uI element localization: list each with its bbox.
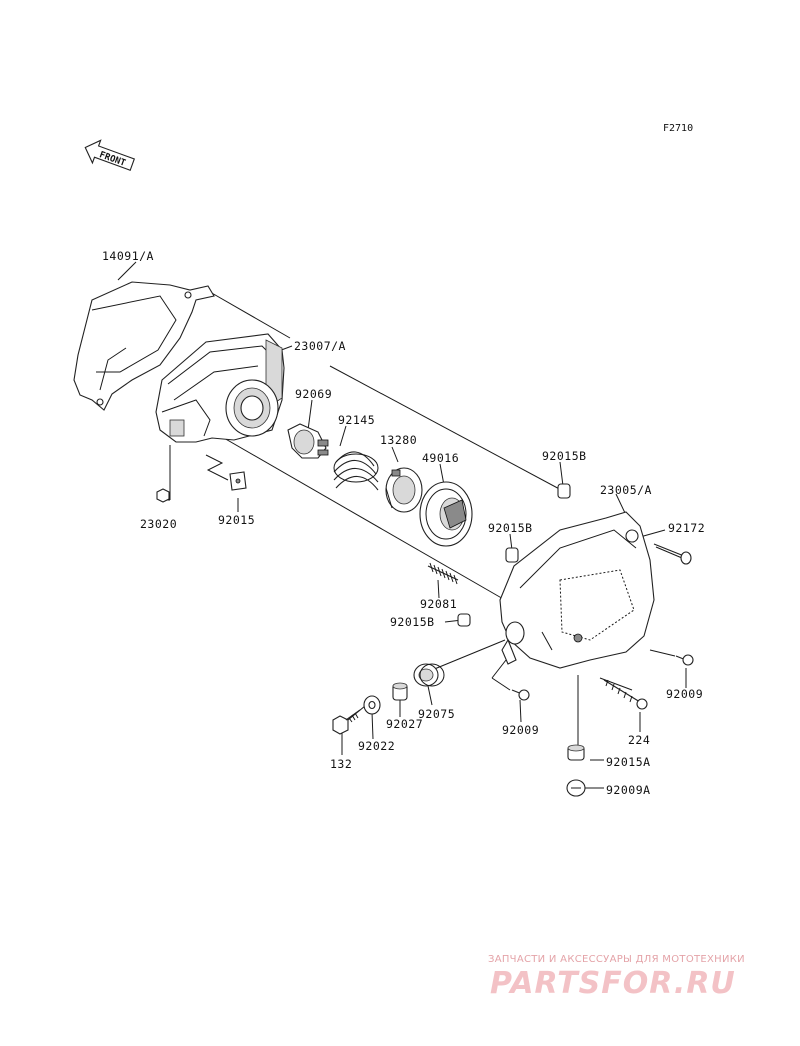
headlight-housing-part bbox=[155, 333, 285, 443]
screw-right-part bbox=[675, 654, 694, 666]
label-224: 224 bbox=[628, 733, 650, 747]
label-92009-right: 92009 bbox=[666, 687, 703, 701]
outer-cover-part bbox=[499, 511, 655, 669]
watermark-tagline: ЗАПЧАСТИ И АКСЕССУАРЫ ДЛЯ МОТОТЕХНИКИ bbox=[488, 954, 745, 965]
rubber-cap-part bbox=[419, 481, 473, 547]
large-grommet-part bbox=[413, 663, 445, 687]
label-92172: 92172 bbox=[668, 521, 705, 535]
watermark-brand: PARTSFOR.RU bbox=[490, 966, 736, 1001]
screw-mid-part bbox=[511, 689, 530, 701]
socket-ring-part bbox=[385, 467, 423, 513]
label-92022: 92022 bbox=[358, 739, 395, 753]
clip-nut-small-part bbox=[156, 488, 170, 503]
bulb-part bbox=[287, 423, 329, 459]
grommet-a-part bbox=[567, 744, 585, 761]
label-23005A: 23005/A bbox=[600, 483, 652, 497]
label-92015: 92015 bbox=[218, 513, 255, 527]
front-arrow-icon: FRONT bbox=[84, 139, 136, 171]
coil-spring-part bbox=[333, 451, 379, 491]
grommet-b-top-part bbox=[557, 483, 571, 499]
label-92069: 92069 bbox=[295, 387, 332, 401]
collar-part bbox=[392, 682, 408, 701]
small-spring-part bbox=[427, 562, 459, 585]
part-labels: 14091/A 23007/A 23020 92015 92069 92145 … bbox=[102, 249, 705, 797]
label-92015A: 92015A bbox=[606, 755, 651, 769]
screw-a-part bbox=[566, 779, 586, 797]
bolt-part bbox=[332, 709, 361, 735]
label-92145: 92145 bbox=[338, 413, 375, 427]
label-23020: 23020 bbox=[140, 517, 177, 531]
screw-top-part bbox=[653, 543, 692, 565]
figure-code: F2710 bbox=[663, 123, 693, 134]
label-49016: 49016 bbox=[422, 451, 459, 465]
watermark: ЗАПЧАСТИ И АКСЕССУАРЫ ДЛЯ МОТОТЕХНИКИ PA… bbox=[488, 954, 745, 1001]
label-92015B-mid: 92015B bbox=[488, 521, 533, 535]
washer-part bbox=[363, 695, 381, 715]
label-92081: 92081 bbox=[420, 597, 457, 611]
label-92009-mid: 92009 bbox=[502, 723, 539, 737]
grommet-b-mid-part bbox=[505, 547, 519, 563]
label-92075: 92075 bbox=[418, 707, 455, 721]
label-92027: 92027 bbox=[386, 717, 423, 731]
long-screw-part bbox=[603, 679, 648, 710]
label-14091A: 14091/A bbox=[102, 249, 154, 263]
label-13280: 13280 bbox=[380, 433, 417, 447]
label-92015B-top: 92015B bbox=[542, 449, 587, 463]
label-92015B-low: 92015B bbox=[390, 615, 435, 629]
label-23007A: 23007/A bbox=[294, 339, 346, 353]
inner-cover-part bbox=[73, 281, 215, 411]
clip-nut-part bbox=[229, 471, 247, 491]
label-92009A: 92009A bbox=[606, 783, 651, 797]
label-132: 132 bbox=[330, 757, 352, 771]
grommet-b-low-part bbox=[457, 613, 471, 627]
leader-lines bbox=[117, 261, 687, 789]
